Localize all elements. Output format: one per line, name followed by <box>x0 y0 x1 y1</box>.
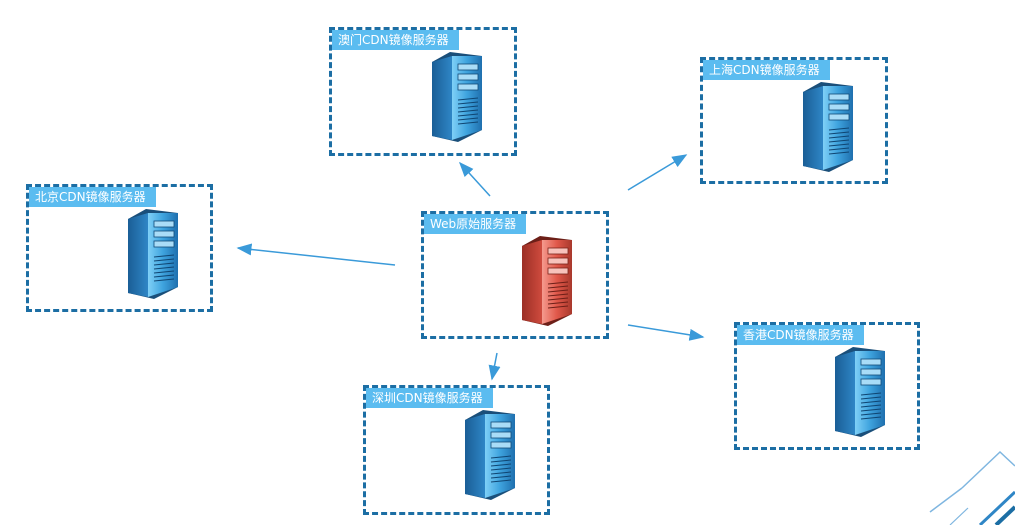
node-label: 澳门CDN镜像服务器 <box>332 30 459 50</box>
server-tower-icon <box>431 52 483 143</box>
node-label: Web原始服务器 <box>424 214 527 234</box>
server-tower-icon <box>521 236 573 327</box>
node-label: 深圳CDN镜像服务器 <box>366 388 493 408</box>
server-tower-icon <box>127 209 179 300</box>
node-label: 香港CDN镜像服务器 <box>737 325 864 345</box>
arrow-to-macau <box>458 161 491 197</box>
node-beijing: 北京CDN镜像服务器 <box>26 184 213 312</box>
node-shanghai: 上海CDN镜像服务器 <box>700 57 888 184</box>
node-shenzhen: 深圳CDN镜像服务器 <box>363 385 550 515</box>
server-tower-icon <box>834 347 886 438</box>
node-macau: 澳门CDN镜像服务器 <box>329 27 517 156</box>
server-tower-icon <box>802 82 854 173</box>
corner-decoration <box>929 450 1015 525</box>
arrow-to-beijing <box>236 243 396 266</box>
arrow-to-hongkong <box>627 324 705 341</box>
node-label: 北京CDN镜像服务器 <box>29 187 156 207</box>
arrow-to-shanghai <box>627 154 688 191</box>
node-hongkong: 香港CDN镜像服务器 <box>734 322 920 450</box>
node-label: 上海CDN镜像服务器 <box>703 60 830 80</box>
node-origin: Web原始服务器 <box>421 211 609 339</box>
arrow-to-shenzhen <box>488 352 501 381</box>
server-tower-icon <box>464 410 516 501</box>
